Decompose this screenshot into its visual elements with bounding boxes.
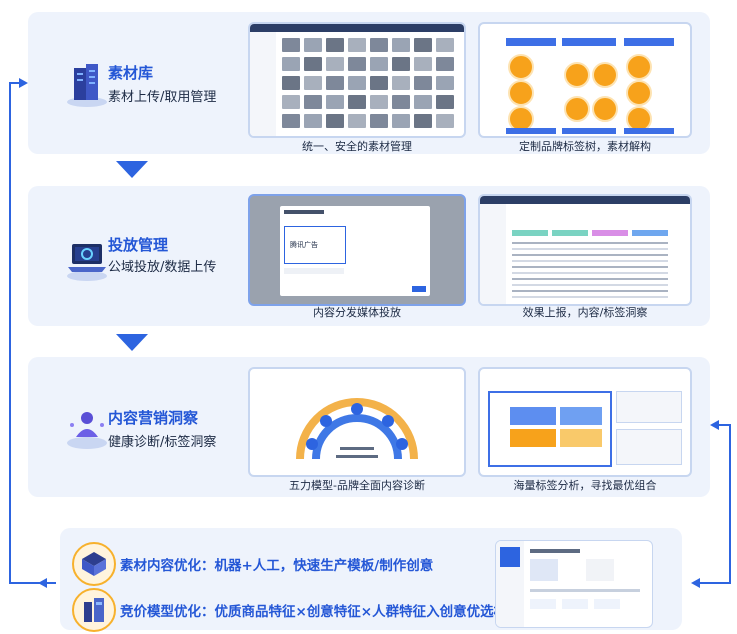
material-thumbnail: [414, 76, 432, 90]
material-thumbnail: [370, 95, 388, 109]
material-thumbnail: [282, 95, 300, 109]
user-insight-icon: [62, 401, 116, 455]
material-thumbnail: [414, 114, 432, 128]
row-subtitle: 公域投放/数据上传: [108, 260, 217, 275]
material-thumbnail: [304, 57, 322, 71]
material-thumbnail: [414, 38, 432, 52]
material-thumbnail: [436, 57, 454, 71]
report-row: [512, 296, 668, 298]
media-delivery-screenshot: 腾讯广告: [248, 194, 466, 306]
optimization-item: 竞价模型优化：优质商品特征×创意特征×人群特征入创意优选模型: [120, 604, 521, 620]
material-thumbnail: [304, 114, 322, 128]
report-row: [512, 242, 668, 244]
effect-report-screenshot: [478, 194, 692, 306]
material-thumbnail: [392, 114, 410, 128]
material-thumbnail: [282, 57, 300, 71]
report-row: [512, 248, 668, 250]
row-material-library: 素材库 素材上传/取用管理 统一、安全的素材管理 定制品牌标签树，素材解构: [28, 12, 710, 154]
material-thumbnail: [414, 57, 432, 71]
creative-template-screenshot: [495, 540, 653, 628]
right-loop-arrowhead: [710, 420, 719, 430]
report-row: [512, 254, 668, 256]
material-thumbnail: [326, 76, 344, 90]
report-row: [512, 290, 668, 292]
screen-caption: 统一、安全的素材管理: [302, 140, 412, 153]
material-thumbnail: [348, 38, 366, 52]
laptop-icon: [62, 232, 116, 286]
material-thumbnail: [348, 57, 366, 71]
row-title: 投放管理: [108, 236, 169, 254]
row-content-insight: 内容营销洞察 健康诊断/标签洞察 五力模型-品牌全面内容诊断 海量标签分析，寻找…: [28, 357, 710, 497]
down-arrow-icon: [116, 161, 148, 178]
material-thumbnail: [370, 76, 388, 90]
bottom-right-arrowhead: [691, 578, 700, 588]
material-thumbnail: [436, 95, 454, 109]
material-thumbnail: [436, 38, 454, 52]
material-thumbnail: [392, 57, 410, 71]
screen-caption: 海量标签分析，寻找最优组合: [513, 479, 657, 492]
material-thumbnail: [282, 38, 300, 52]
material-thumbnail: [370, 38, 388, 52]
five-force-model-screenshot: [248, 367, 466, 477]
material-thumbnail: [304, 95, 322, 109]
material-thumbnail: [414, 95, 432, 109]
server-stack-icon: [62, 58, 116, 112]
material-thumbnail: [282, 76, 300, 90]
row-delivery-management: 投放管理 公域投放/数据上传 腾讯广告 内容分发媒体投放 效果上报，内容/标签洞…: [28, 186, 710, 326]
report-row: [512, 284, 668, 286]
optimization-item: 素材内容优化：机器+人工，快速生产模板/制作创意: [120, 558, 434, 574]
bidding-model-icon: [72, 588, 116, 632]
row-title: 素材库: [108, 64, 154, 82]
material-thumbnail: [326, 57, 344, 71]
material-thumbnail: [436, 114, 454, 128]
tag-analysis-screenshot: [478, 367, 692, 477]
down-arrow-icon: [116, 334, 148, 351]
report-row: [512, 272, 668, 274]
screen-caption: 效果上报，内容/标签洞察: [522, 306, 648, 319]
material-thumbnail: [282, 114, 300, 128]
bottom-left-arrowhead: [38, 578, 47, 588]
row-subtitle: 素材上传/取用管理: [108, 90, 217, 105]
material-thumbnail: [392, 95, 410, 109]
material-thumbnail: [304, 76, 322, 90]
material-thumbnail: [326, 38, 344, 52]
five-force-arc-icon: [296, 398, 418, 460]
material-thumbnail: [392, 76, 410, 90]
screen-caption: 定制品牌标签树，素材解构: [519, 140, 651, 153]
left-loop-arrowhead: [19, 78, 28, 88]
material-grid-screenshot: [248, 22, 466, 138]
optimization-panel: 素材内容优化：机器+人工，快速生产模板/制作创意 竞价模型优化：优质商品特征×创…: [60, 528, 682, 632]
row-subtitle: 健康诊断/标签洞察: [108, 435, 217, 450]
left-loop-line: [9, 82, 56, 584]
report-row: [512, 266, 668, 268]
material-thumbnail: [348, 76, 366, 90]
row-title: 内容营销洞察: [108, 409, 199, 427]
tencent-ads-label: 腾讯广告: [290, 241, 318, 249]
material-thumbnail: [348, 95, 366, 109]
material-thumbnail: [348, 114, 366, 128]
screen-caption: 五力模型-品牌全面内容诊断: [289, 479, 425, 492]
material-thumbnail: [370, 57, 388, 71]
material-optimize-icon: [72, 542, 116, 586]
report-row: [512, 260, 668, 262]
material-thumbnail: [392, 38, 410, 52]
material-thumbnail: [326, 114, 344, 128]
material-thumbnail: [326, 95, 344, 109]
material-thumbnail: [436, 76, 454, 90]
report-row: [512, 278, 668, 280]
brand-tag-tree-screenshot: [478, 22, 692, 138]
material-thumbnail: [304, 38, 322, 52]
screen-caption: 内容分发媒体投放: [313, 306, 401, 319]
material-thumbnail: [370, 114, 388, 128]
